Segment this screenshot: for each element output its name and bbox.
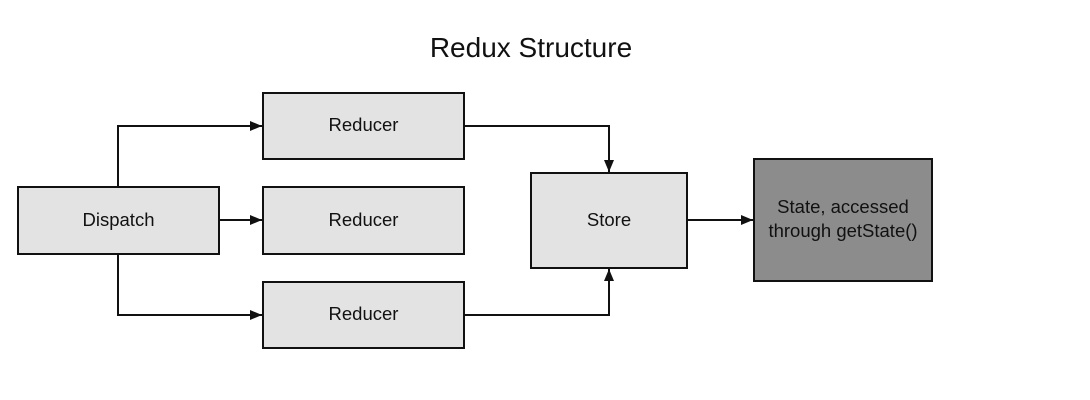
node-dispatch-box xyxy=(17,186,220,255)
node-store-box xyxy=(530,172,688,269)
node-store: Store xyxy=(530,172,688,269)
node-reducer-bottom-box xyxy=(262,281,465,349)
node-state-box xyxy=(753,158,933,282)
arrow-reducer-top-to-store xyxy=(464,125,614,172)
diagram-title: Redux Structure xyxy=(430,32,632,63)
node-state: State, accessed through getState() xyxy=(753,158,933,282)
node-dispatch: Dispatch xyxy=(17,186,220,255)
arrow-dispatch-to-reducer-bottom xyxy=(117,254,262,320)
arrow-dispatch-to-reducer-top xyxy=(117,121,262,187)
node-reducer-top: Reducer xyxy=(262,92,465,160)
node-reducer-top-label: Reducer xyxy=(329,114,399,135)
node-reducer-middle: Reducer xyxy=(262,186,465,255)
node-reducer-middle-box xyxy=(262,186,465,255)
node-reducer-bottom-label: Reducer xyxy=(329,303,399,324)
connectors xyxy=(117,121,753,320)
node-reducer-middle-label: Reducer xyxy=(329,209,399,230)
arrow-reducer-bottom-to-store xyxy=(464,269,614,316)
node-reducer-bottom: Reducer xyxy=(262,281,465,349)
node-state-label-line1: State, accessed xyxy=(777,196,909,217)
node-store-label: Store xyxy=(587,209,631,230)
node-reducer-top-box xyxy=(262,92,465,160)
node-dispatch-label: Dispatch xyxy=(83,209,155,230)
node-state-label-line2: through getState() xyxy=(768,220,917,241)
